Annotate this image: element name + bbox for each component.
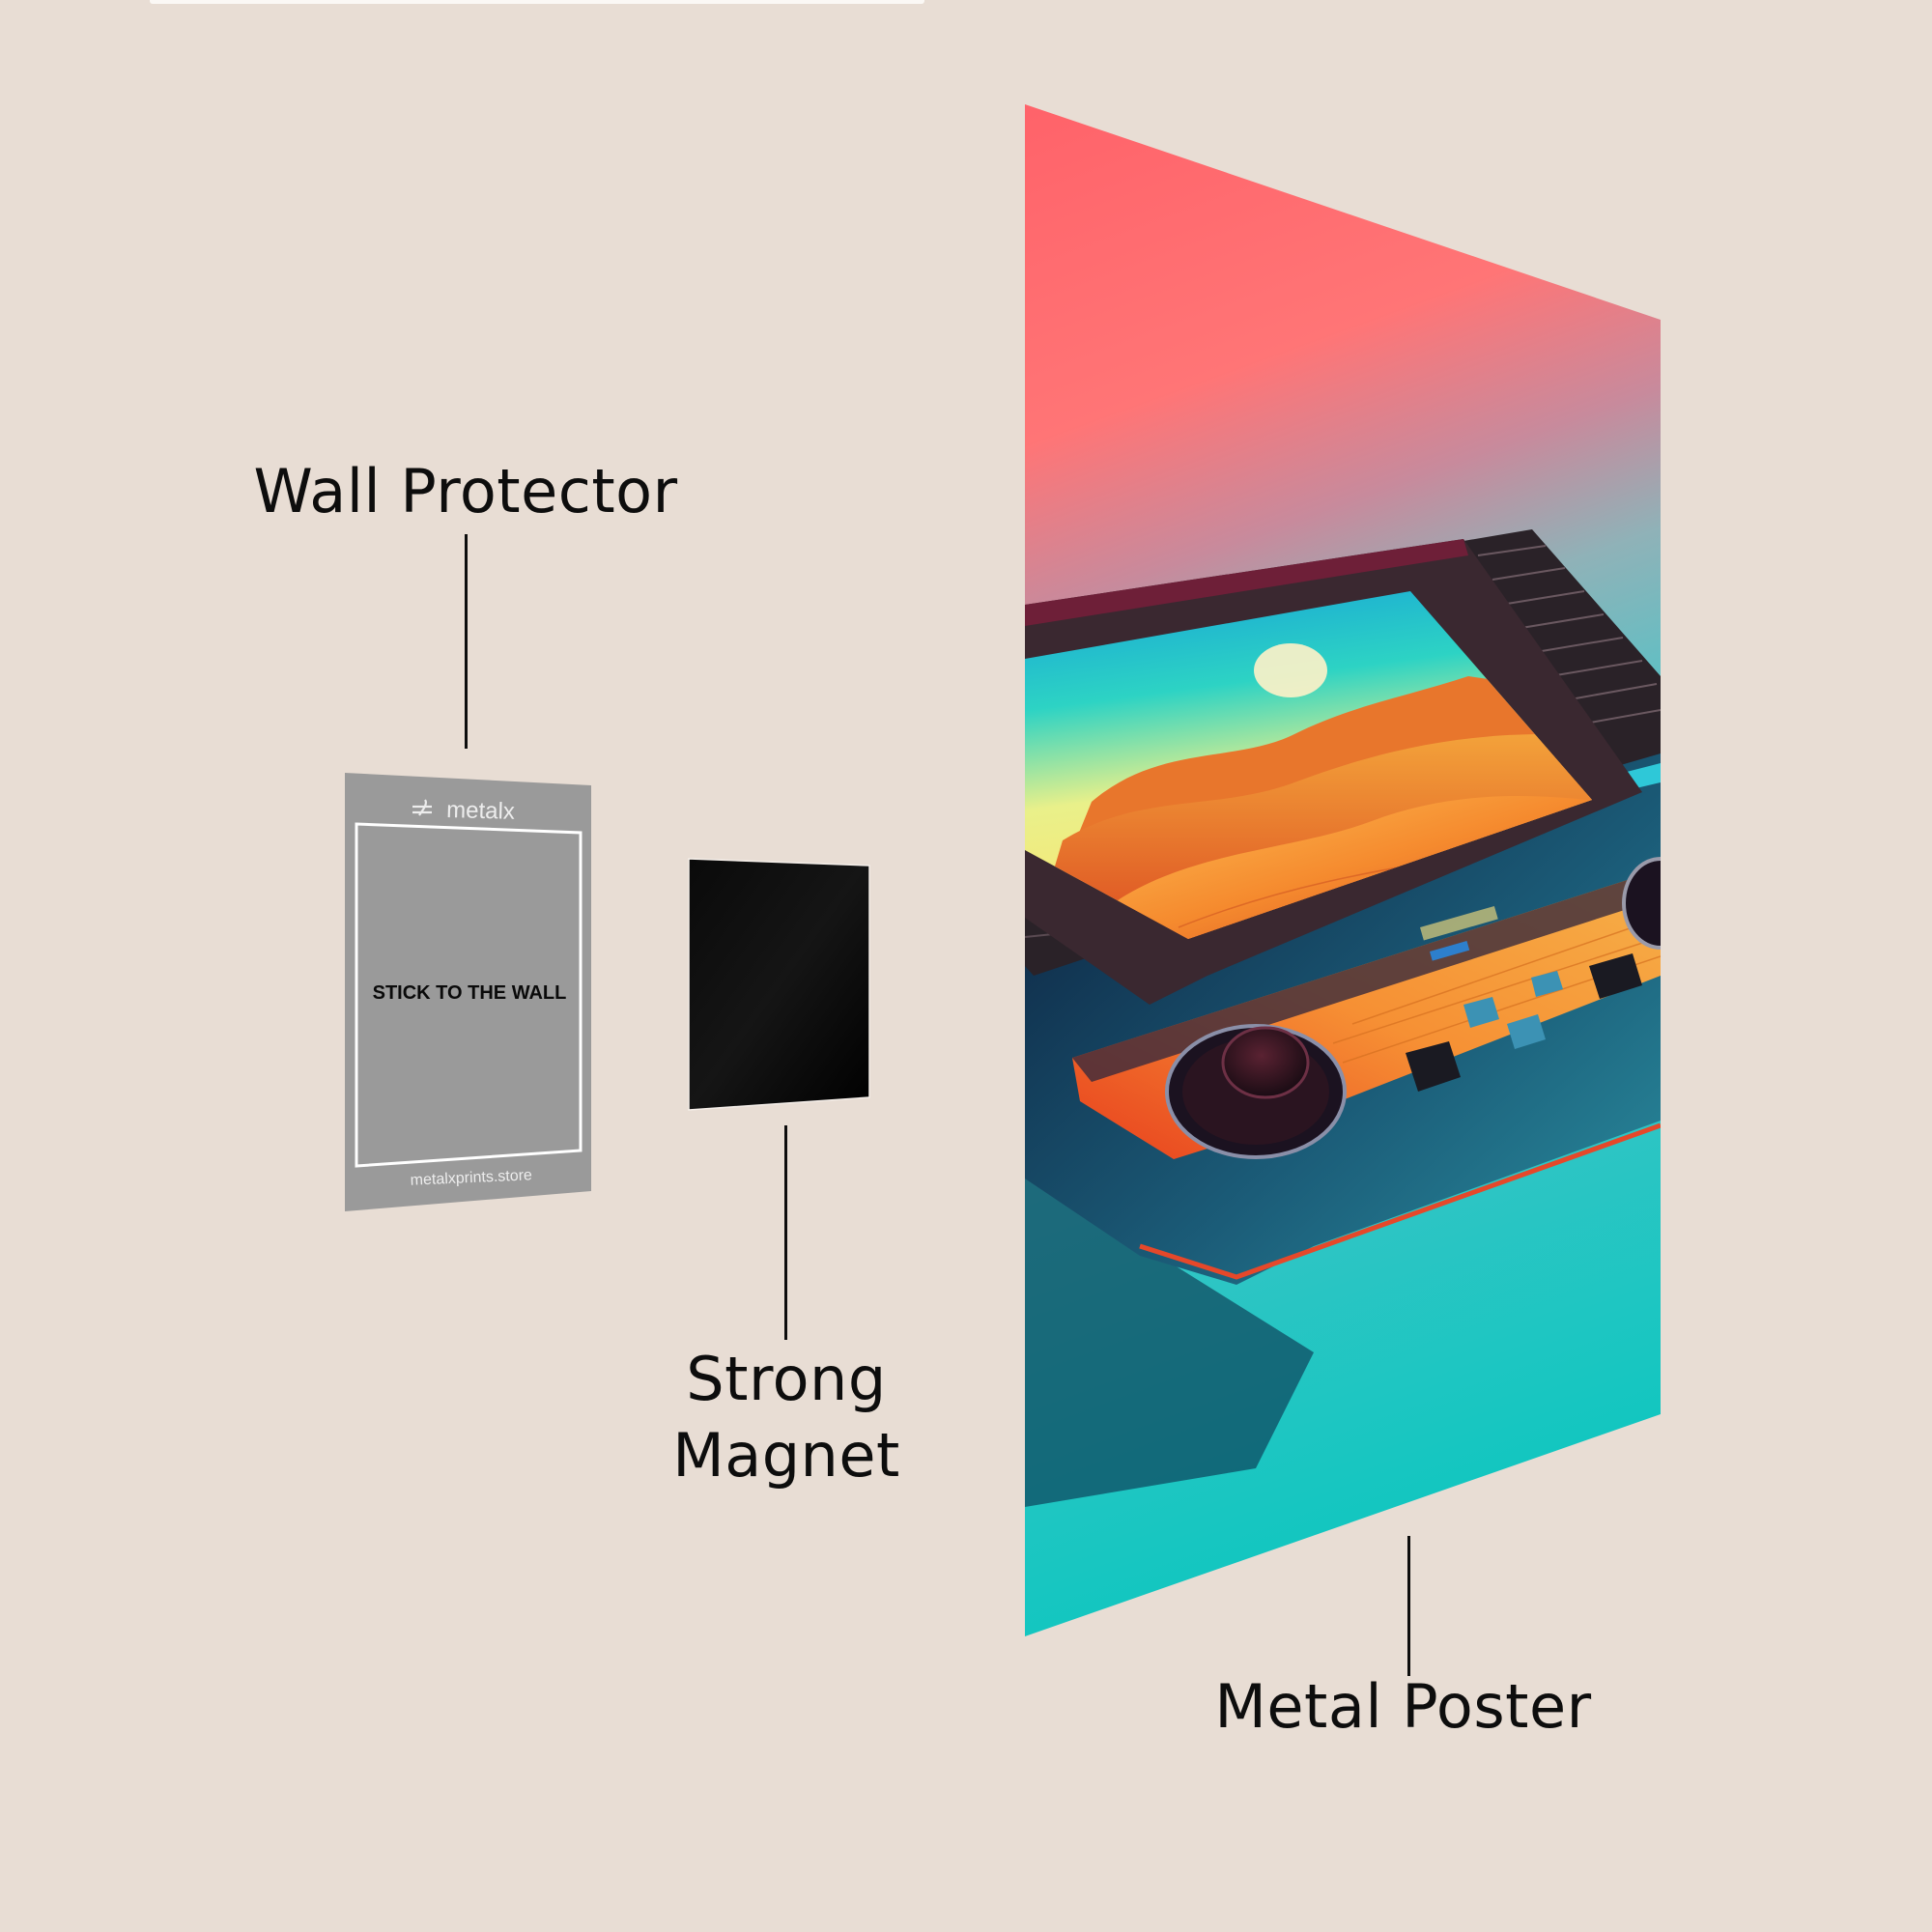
sun-icon <box>1254 643 1327 697</box>
top-divider-line <box>150 0 924 4</box>
strong-magnet-label-line2: Magnet <box>672 1420 900 1491</box>
metal-poster-label: Metal Poster <box>1214 1671 1592 1742</box>
wall-protector-brand: metalx <box>446 797 515 825</box>
wall-protector-card: metalx STICK TO THE WALL metalxprints.st… <box>345 773 591 1211</box>
console-buttons <box>1406 953 1642 1092</box>
console-knob-right-icon <box>1622 857 1661 950</box>
magnet-leader-line <box>784 1125 787 1340</box>
wall-protector-instruction: STICK TO THE WALL <box>373 982 567 1004</box>
strong-magnet-label: Strong Magnet <box>657 1341 916 1493</box>
wall-protector-website: metalxprints.store <box>410 1167 532 1188</box>
metal-poster <box>1025 104 1661 1636</box>
metalx-logo-icon <box>412 799 432 816</box>
console-knob-icon <box>1165 1024 1347 1159</box>
wall-protector-leader-line <box>465 534 468 749</box>
wall-protector-label: Wall Protector <box>253 456 678 526</box>
magnet-plate <box>688 858 870 1111</box>
strong-magnet-label-line1: Strong <box>686 1344 887 1414</box>
wall-protector-inner-border <box>355 822 582 1168</box>
wall-protector-plate <box>345 773 591 1211</box>
metal-poster-leader-line <box>1407 1536 1410 1676</box>
